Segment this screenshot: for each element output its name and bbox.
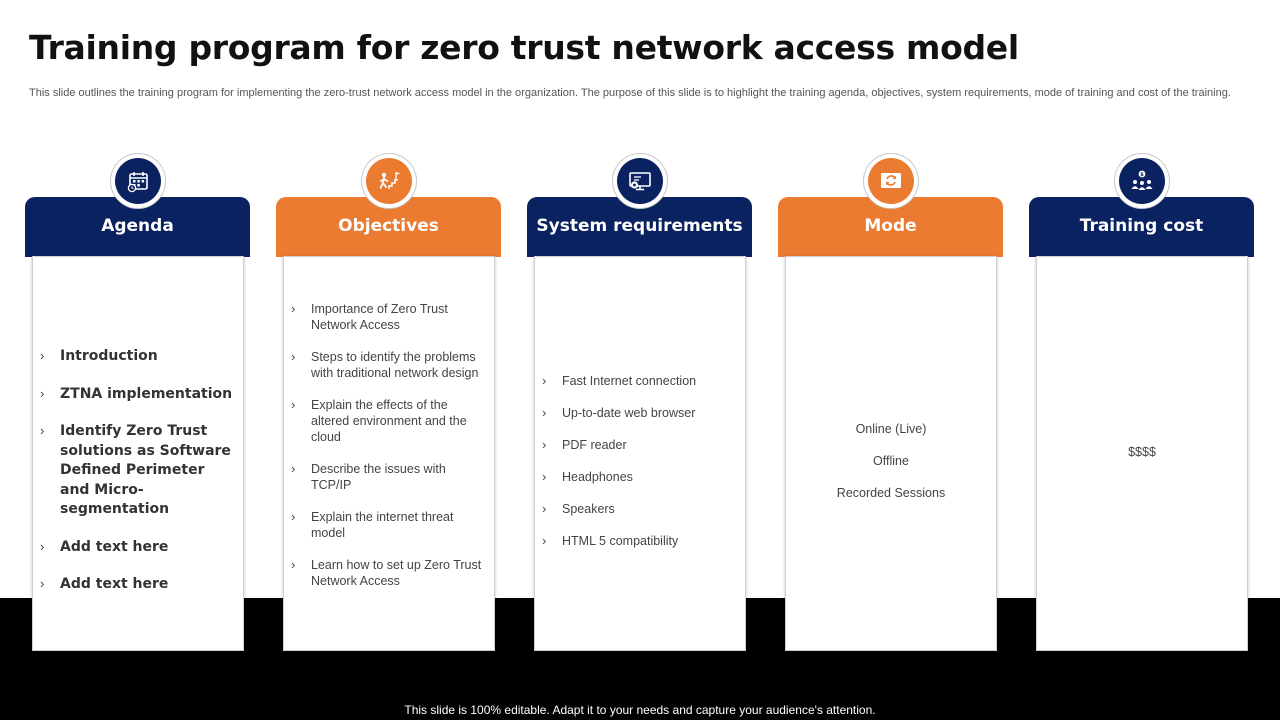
list-item: Recorded Sessions xyxy=(836,486,946,500)
goal-climb-icon xyxy=(379,172,400,189)
chevron-right-icon: › xyxy=(291,349,296,364)
svg-text:$: $ xyxy=(1140,172,1144,178)
list-item: ›Importance of Zero Trust Network Access xyxy=(291,301,448,332)
column-training-cost: Training cost $ $$$$ xyxy=(1029,152,1254,652)
agenda-list: ›Introduction ›ZTNA implementation ›Iden… xyxy=(33,347,243,613)
chevron-right-icon: › xyxy=(40,385,45,401)
chevron-right-icon: › xyxy=(542,437,547,452)
column-mode: Mode Online (Live) Offline Recorded Sess… xyxy=(778,152,1003,652)
list-item: ›HTML 5 compatibility xyxy=(542,533,679,548)
column-system-requirements: System requirements ›Fast Internet conne… xyxy=(527,152,752,652)
list-item: ›Speakers xyxy=(542,501,615,516)
list-item: ›Fast Internet connection xyxy=(542,373,697,388)
chevron-right-icon: › xyxy=(291,397,296,412)
list-item: ›Steps to identify the problems with tra… xyxy=(291,349,479,380)
list-item: ›Identify Zero Trust solutions as Softwa… xyxy=(40,423,231,517)
agenda-card: ›Introduction ›ZTNA implementation ›Iden… xyxy=(32,256,244,651)
list-item: ›Headphones xyxy=(542,469,633,484)
chevron-right-icon: › xyxy=(291,509,296,524)
list-item: ›ZTNA implementation xyxy=(40,385,233,402)
objectives-list: ›Importance of Zero Trust Network Access… xyxy=(284,301,494,605)
sync-screen-icon xyxy=(881,173,901,188)
chevron-right-icon: › xyxy=(40,538,45,554)
list-item: ›Add text here xyxy=(40,576,169,592)
monitor-settings-icon xyxy=(629,172,651,191)
chevron-right-icon: › xyxy=(40,576,45,591)
footer-note: This slide is 100% editable. Adapt it to… xyxy=(404,703,876,717)
cost-value: $$$$ xyxy=(1128,445,1156,459)
icon-badge xyxy=(612,153,668,209)
list-item: Online (Live) xyxy=(855,422,927,436)
chevron-right-icon: › xyxy=(291,301,296,316)
list-item: ›Add text here xyxy=(40,538,169,555)
column-heading: System requirements xyxy=(527,197,752,257)
system-requirements-list: ›Fast Internet connection ›Up-to-date we… xyxy=(535,373,745,565)
chevron-right-icon: › xyxy=(291,557,296,572)
column-objectives: Objectives ›Importance of Zero Trust Net… xyxy=(276,152,501,652)
chevron-right-icon: › xyxy=(542,501,547,516)
list-item: ›Up-to-date web browser xyxy=(542,405,696,420)
icon-badge: $ xyxy=(1114,153,1170,209)
group-cost-icon: $ xyxy=(1131,170,1153,190)
chevron-right-icon: › xyxy=(291,461,296,476)
mode-list: Online (Live) Offline Recorded Sessions xyxy=(786,421,996,517)
chevron-right-icon: › xyxy=(40,423,45,438)
list-item: ›Describe the issues with TCP/IP xyxy=(291,461,446,492)
chevron-right-icon: › xyxy=(542,373,547,388)
chevron-right-icon: › xyxy=(542,533,547,548)
chevron-right-icon: › xyxy=(542,405,547,420)
icon-badge xyxy=(110,153,166,209)
list-item: ›PDF reader xyxy=(542,437,627,452)
list-item: ›Learn how to set up Zero Trust Network … xyxy=(291,557,482,588)
system-requirements-card: ›Fast Internet connection ›Up-to-date we… xyxy=(534,256,746,651)
chevron-right-icon: › xyxy=(542,469,547,484)
list-item: ›Introduction xyxy=(40,348,158,364)
training-cost-card: $$$$ xyxy=(1036,256,1248,651)
objectives-card: ›Importance of Zero Trust Network Access… xyxy=(283,256,495,651)
list-item: ›Explain the internet threat model xyxy=(291,509,454,540)
list-item: Offline xyxy=(873,454,909,468)
icon-badge xyxy=(361,153,417,209)
column-agenda: Agenda ›Introduction ›ZTNA implementatio… xyxy=(25,152,250,652)
chevron-right-icon: › xyxy=(40,348,45,363)
calendar-icon xyxy=(127,172,148,193)
list-item: ›Explain the effects of the altered envi… xyxy=(291,397,467,444)
icon-badge xyxy=(863,153,919,209)
slide-title: Training program for zero trust network … xyxy=(29,28,1019,67)
slide-subtitle: This slide outlines the training program… xyxy=(29,87,1231,99)
mode-card: Online (Live) Offline Recorded Sessions xyxy=(785,256,997,651)
